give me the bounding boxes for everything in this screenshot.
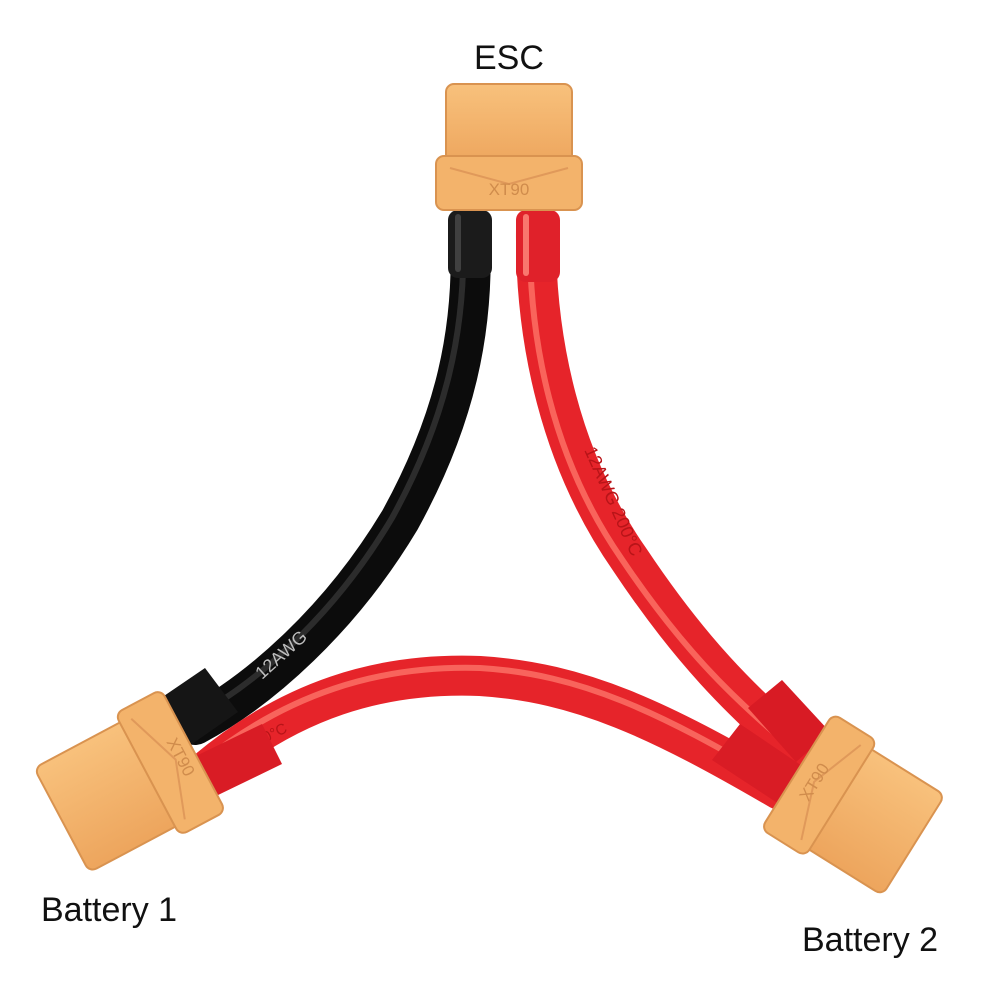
red-heatshrink-battery-2 [748, 680, 830, 762]
red-heatshrink-battery-2-bottom [712, 724, 808, 806]
black-wire: 12AWG [175, 210, 491, 745]
esc-connector: XT90 [435, 83, 583, 211]
red-heatshrink-battery-1 [196, 724, 282, 796]
red-wire-bottom: UL 200°C [185, 655, 800, 810]
esc-connector-marking: XT90 [489, 180, 530, 199]
black-heatshrink-esc [448, 210, 492, 278]
esc-label: ESC [474, 39, 544, 77]
battery-2-connector: XT90 [763, 715, 943, 894]
battery-1-label: Battery 1 [41, 891, 178, 929]
red-heatshrink-esc [516, 210, 560, 282]
battery-2-label: Battery 2 [802, 921, 939, 959]
battery-1-connector: XT90 [35, 691, 224, 871]
